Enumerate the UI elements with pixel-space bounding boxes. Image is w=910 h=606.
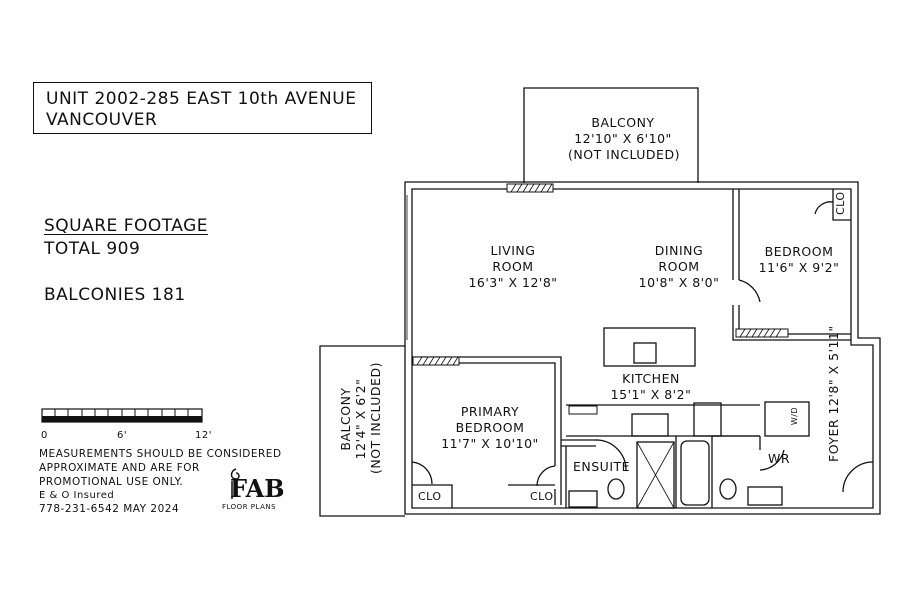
foyer-label: FOYER 12'8" X 5'11" <box>826 325 841 462</box>
dining-room-label: DINING ROOM 10'8" X 8'0" <box>624 243 734 291</box>
foyer-dims: 12'8" X 5'11" <box>826 325 841 415</box>
island-sink <box>633 342 657 364</box>
primary-bedroom-label: PRIMARY BEDROOM 11'7" X 10'10" <box>430 404 550 452</box>
washroom-sink <box>747 486 783 506</box>
washer-dryer-closet <box>764 401 810 437</box>
primary-bedroom-name-1: PRIMARY <box>460 404 520 419</box>
bedroom-door <box>738 279 761 303</box>
exterior-wall-outer <box>404 181 881 515</box>
entry-door <box>842 461 874 493</box>
square-footage-title: SQUARE FOOTAGE <box>44 216 209 236</box>
bedroom-closet-wall <box>832 189 851 221</box>
balcony-left-note: (NOT INCLUDED) <box>368 362 383 474</box>
washroom-door <box>759 449 785 471</box>
ensuite-walls <box>561 439 598 508</box>
hatch-living-top <box>506 183 554 193</box>
scale-bar-graphic <box>41 408 203 423</box>
bedroom-name: BEDROOM <box>764 244 834 259</box>
fab-logo-mark <box>230 468 240 499</box>
balcony-left-label: BALCONY 12'4" X 6'2" (NOT INCLUDED) <box>338 362 383 474</box>
balcony-top-note: (NOT INCLUDED) <box>568 147 680 162</box>
living-room-name-2: ROOM <box>492 259 534 274</box>
bedroom-dims: 11'6" X 9'2" <box>758 260 840 275</box>
ensuite-toilet <box>607 478 625 500</box>
scale-label-6: 6' <box>117 430 128 441</box>
primary-closet-right-label: CLO <box>530 490 554 503</box>
hatch-kitchen <box>568 405 598 415</box>
hatch-bedroom-bottom <box>735 328 789 338</box>
range-stove <box>631 413 669 437</box>
disclaimer-line-2: APPROXIMATE AND ARE FOR <box>39 462 200 474</box>
disclaimer-line-1: MEASUREMENTS SHOULD BE CONSIDERED <box>39 448 282 460</box>
balconies-footage: BALCONIES 181 <box>44 285 186 305</box>
balcony-left-name: BALCONY <box>338 387 353 451</box>
dining-room-name-1: DINING <box>654 243 704 258</box>
washer-dryer-label: W/D <box>790 406 800 426</box>
shower-x <box>636 441 675 509</box>
foyer-name: FOYER <box>826 418 841 462</box>
exterior-wall-inner <box>411 188 874 509</box>
primary-bedroom-dims: 11'7" X 10'10" <box>441 436 539 451</box>
balcony-left-outline <box>319 345 405 517</box>
scale-label-0: 0 <box>41 430 48 441</box>
disclaimer-line-3: PROMOTIONAL USE ONLY. <box>39 476 184 488</box>
bedroom-label: BEDROOM 11'6" X 9'2" <box>744 244 854 276</box>
address-line-2: VANCOUVER <box>46 110 158 130</box>
washroom-wall <box>712 435 761 450</box>
ensuite-shower <box>636 441 675 509</box>
primary-door <box>536 465 556 487</box>
primary-closet-walls <box>412 484 555 508</box>
balcony-top-dims: 12'10" X 6'10" <box>574 131 672 146</box>
insurance-note: E & O Insured <box>39 490 115 501</box>
logo-tagline: FLOOR PLANS <box>222 503 277 511</box>
bedroom-closet-door <box>814 201 834 215</box>
address-line-1: UNIT 2002-285 EAST 10th AVENUE <box>46 89 357 109</box>
address-box: UNIT 2002-285 EAST 10th AVENUE VANCOUVER <box>33 82 372 134</box>
primary-closet-left-label: CLO <box>418 490 442 503</box>
balcony-top-label: BALCONY 12'10" X 6'10" (NOT INCLUDED) <box>568 115 680 163</box>
washroom-label: WR <box>768 451 791 466</box>
fab-logo: FAB FLOOR PLANS <box>222 465 292 515</box>
washroom-toilet <box>719 478 737 500</box>
contact-date: 778-231-6542 MAY 2024 <box>39 503 180 515</box>
living-room-label: LIVING ROOM 16'3" X 12'8" <box>458 243 568 291</box>
ensuite-sink <box>568 490 598 508</box>
scale-bar: 0 6' 12' <box>41 407 211 447</box>
square-footage-total: TOTAL 909 <box>44 239 141 259</box>
kitchen-island <box>603 327 696 367</box>
bedroom-closet-label: CLO <box>834 191 847 215</box>
logo-wordmark: FAB <box>230 474 285 503</box>
kitchen-name: KITCHEN <box>622 371 680 386</box>
ensuite-label: ENSUITE <box>573 459 631 474</box>
washroom-walls <box>675 436 713 508</box>
scale-label-12: 12' <box>195 430 212 441</box>
balcony-top-outline <box>523 87 699 183</box>
kitchen-label: KITCHEN 15'1" X 8'2" <box>596 371 706 403</box>
balcony-left-dims: 12'4" X 6'2" <box>353 378 368 460</box>
primary-bedroom-name-2: BEDROOM <box>455 420 525 435</box>
primary-bedroom-walls <box>412 356 562 505</box>
washroom-tub <box>680 440 710 506</box>
kitchen-dims: 15'1" X 8'2" <box>610 387 692 402</box>
bedroom-walls <box>732 189 851 341</box>
balcony-top-name: BALCONY <box>591 115 655 130</box>
primary-closet-door-left <box>411 461 433 485</box>
ensuite-door <box>595 439 627 471</box>
living-room-dims: 16'3" X 12'8" <box>468 275 558 290</box>
refrigerator <box>693 402 722 437</box>
living-room-name-1: LIVING <box>490 243 536 258</box>
dining-room-dims: 10'8" X 8'0" <box>638 275 720 290</box>
dining-room-name-2: ROOM <box>658 259 700 274</box>
hatch-primary-top <box>412 356 460 366</box>
